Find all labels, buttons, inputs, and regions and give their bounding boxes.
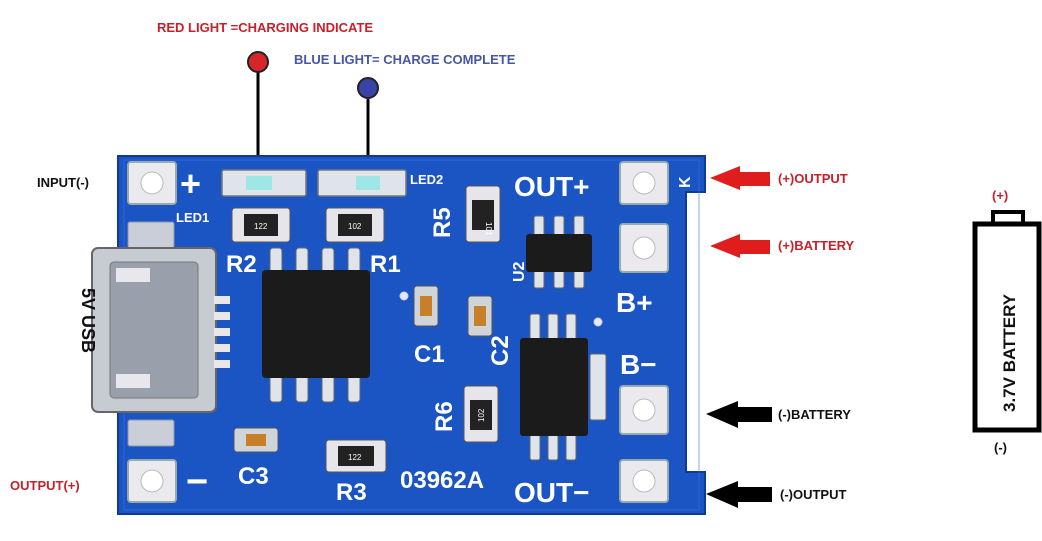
- c1-silk: C1: [414, 341, 445, 368]
- vias: [399, 291, 603, 327]
- plus-silk: +: [180, 163, 201, 204]
- led2-silk: LED2: [410, 172, 443, 187]
- r6-silk: R6: [431, 401, 458, 432]
- output-pos-left-pad: [127, 459, 177, 503]
- r1-silk: R1: [370, 251, 401, 278]
- c3-silk: C3: [238, 463, 269, 490]
- output-pos-left-label: OUTPUT(+): [10, 478, 80, 493]
- r3-silk: R3: [336, 479, 367, 506]
- resistor-r6-body: [463, 385, 499, 443]
- protection-ic-u2: [526, 215, 592, 289]
- arrow-battery-pos: [710, 234, 770, 258]
- resistor-r3-body: [325, 439, 387, 473]
- usb-label: 5V USB: [78, 288, 98, 353]
- left-small-pad-top: [127, 221, 175, 249]
- b-plus-silk: B+: [616, 287, 653, 318]
- part-number-silk: 03962A: [400, 467, 484, 494]
- r5-silk: R5: [429, 207, 456, 238]
- minus-silk: −: [186, 461, 208, 503]
- red-indicator-pointer: [247, 51, 269, 160]
- led1-silk: LED1: [176, 210, 209, 225]
- arrow-out-pos: [710, 166, 770, 190]
- r6-code: 102: [477, 408, 486, 422]
- micro-usb-connector: [91, 247, 230, 413]
- battery-neg-label: (-): [994, 440, 1007, 455]
- battery-text: 3.7V BATTERY: [1000, 293, 1019, 412]
- arrow-battery-neg: [706, 401, 772, 428]
- blue-indicator-pointer: [357, 77, 379, 160]
- input-neg-label: INPUT(-): [37, 175, 89, 190]
- battery-pos-pad: [619, 223, 669, 273]
- k-silk: K: [677, 176, 694, 188]
- input-neg-pad: [127, 161, 177, 205]
- c2-silk: C2: [487, 335, 514, 366]
- charger-ic: [262, 247, 370, 403]
- battery-neg-right-label: (-)BATTERY: [778, 407, 851, 422]
- out-plus-silk: OUT+: [514, 171, 589, 202]
- r2-code: 122: [254, 222, 268, 231]
- mosfet-ic: [520, 313, 607, 461]
- battery-pos-right-label: (+)BATTERY: [778, 238, 855, 253]
- u2-silk: U2: [511, 261, 528, 282]
- led1: [221, 169, 307, 197]
- out-neg-right-label: (-)OUTPUT: [780, 487, 847, 502]
- battery-neg-pad: [619, 385, 669, 435]
- capacitor-c3: [233, 427, 279, 453]
- r5-code: 101: [484, 222, 493, 236]
- b-minus-silk: B−: [620, 349, 657, 380]
- r2-silk: R2: [226, 251, 257, 278]
- resistor-r2-body: [231, 207, 291, 243]
- left-small-pad-bottom: [127, 419, 175, 447]
- out-pos-right-label: (+)OUTPUT: [778, 171, 848, 186]
- resistor-r1-body: [325, 207, 385, 243]
- red-light-label: RED LIGHT =CHARGING INDICATE: [157, 20, 374, 35]
- capacitor-c1: [413, 285, 439, 327]
- r3-code: 122: [348, 453, 362, 462]
- battery-pos-label: (+): [992, 188, 1008, 203]
- resistor-r5-body: [465, 185, 501, 243]
- out-neg-pad: [619, 459, 669, 503]
- r1-code: 102: [348, 222, 362, 231]
- arrow-out-neg: [706, 481, 772, 508]
- out-pos-pad: [619, 161, 669, 205]
- battery-symbol: [972, 210, 1042, 433]
- out-minus-silk: OUT−: [514, 477, 589, 508]
- blue-light-label: BLUE LIGHT= CHARGE COMPLETE: [294, 52, 516, 67]
- led2: [317, 169, 407, 197]
- capacitor-c2: [467, 295, 493, 337]
